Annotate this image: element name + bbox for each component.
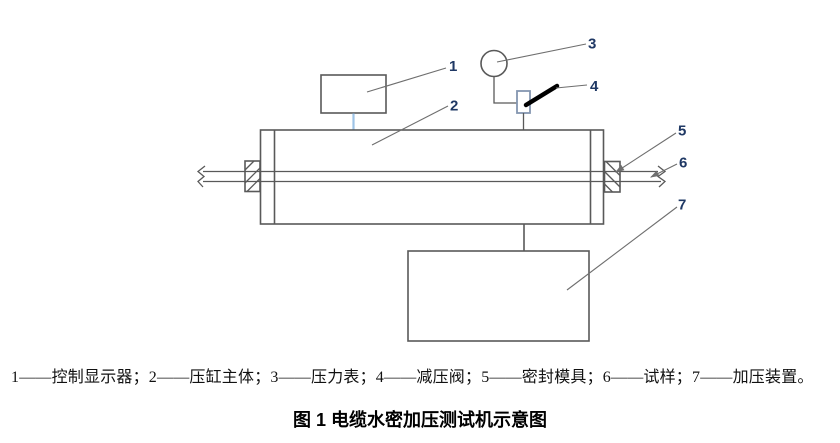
cylinder-body	[259, 129, 605, 225]
schematic-drawing: 1 2 3 4 5 6 7	[196, 36, 687, 342]
figure-caption: 图 1 电缆水密加压测试机示意图	[292, 410, 547, 430]
leader-line-5	[615, 132, 677, 173]
relief-valve-handle	[523, 83, 560, 108]
leader-line-2	[371, 105, 449, 146]
callout-1: 1	[449, 58, 457, 75]
leader-line-1	[366, 67, 447, 93]
callout-6: 6	[679, 155, 687, 172]
gauge-pipe	[493, 77, 517, 104]
leader-line-4	[555, 84, 588, 89]
specimen-break-right	[656, 165, 667, 188]
callout-7: 7	[678, 197, 686, 214]
pressure-device-box	[407, 250, 590, 342]
control-display-box	[320, 74, 387, 114]
seal-mold-left	[244, 160, 261, 193]
callout-3: 3	[588, 36, 596, 53]
pressure-gauge-dial	[480, 49, 508, 78]
callout-5: 5	[678, 123, 686, 140]
seal-mold-right	[603, 160, 621, 193]
leader-arrow-6	[650, 170, 660, 178]
specimen-break-left	[196, 165, 206, 188]
callout-2: 2	[450, 98, 458, 115]
leader-line-7	[566, 206, 678, 291]
callout-4: 4	[590, 78, 599, 95]
leader-arrow-5	[615, 164, 625, 173]
leader-line-3	[496, 43, 587, 63]
figure-legend: 1——控制显示器；2——压缸主体；3——压力表；4——减压阀；5——密封模具；6…	[11, 369, 814, 386]
